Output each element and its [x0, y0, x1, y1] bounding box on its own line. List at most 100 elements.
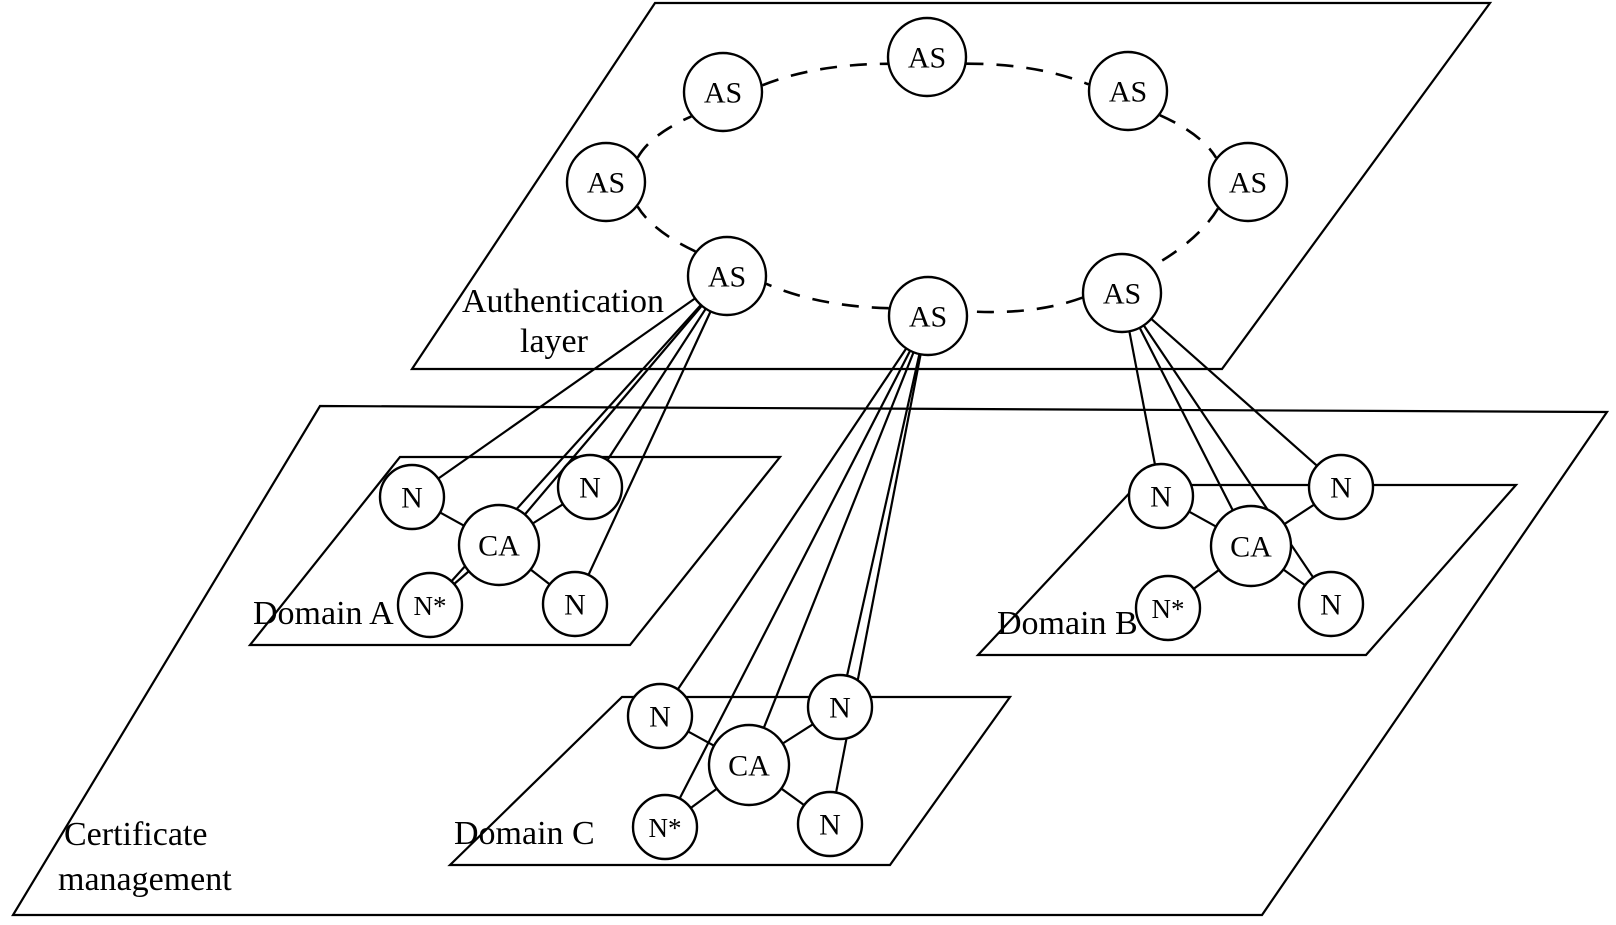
- domain-node-circle[interactable]: [1127, 462, 1195, 530]
- authentication-layer-label-line1: Authentication: [462, 283, 664, 320]
- certificate-management-label-line2: management: [58, 861, 232, 898]
- as-domain-link: [1128, 331, 1157, 465]
- authentication-layer-label-line2: layer: [520, 323, 589, 360]
- as-node-circle[interactable]: [682, 51, 764, 133]
- domain-intra-link: [1192, 569, 1220, 590]
- domain-node[interactable]: N: [806, 673, 874, 741]
- as-node-label: AS: [708, 261, 746, 294]
- domain-a-plane: [247, 455, 783, 647]
- domain-node[interactable]: N: [1127, 462, 1195, 530]
- domain-intra-links: [439, 503, 1315, 809]
- domain-node[interactable]: N: [1307, 453, 1375, 521]
- domain-node-label: N*: [1152, 594, 1185, 624]
- domain-node-label: N: [579, 472, 601, 505]
- as-node[interactable]: AS: [1081, 252, 1163, 334]
- as-domain-link: [1138, 327, 1234, 511]
- domain-intra-link: [782, 723, 814, 745]
- as-ring-link: [636, 205, 696, 253]
- domain-node-circle[interactable]: [556, 453, 624, 521]
- domain-node-label: CA: [478, 530, 520, 563]
- as-node-circle[interactable]: [686, 235, 768, 317]
- as-node[interactable]: AS: [887, 275, 969, 357]
- domain-intra-link: [1188, 510, 1217, 528]
- as-to-domain-links: [437, 297, 1318, 800]
- as-domain-link: [676, 347, 908, 691]
- as-node[interactable]: AS: [686, 235, 768, 317]
- domain-intra-link: [1283, 503, 1315, 525]
- domain-node-circle[interactable]: [1134, 574, 1202, 642]
- as-node[interactable]: AS: [886, 16, 968, 98]
- domain-node-label: N: [649, 701, 671, 734]
- certificate-management-label-line1: Certificate: [64, 816, 207, 853]
- as-ring-link: [636, 115, 692, 159]
- domain-node-circle[interactable]: [378, 463, 446, 531]
- domain-node[interactable]: CA: [1209, 504, 1293, 588]
- as-ring-link: [966, 62, 1090, 86]
- as-node[interactable]: AS: [565, 141, 647, 223]
- domain-node-circle[interactable]: [1209, 504, 1293, 588]
- as-node[interactable]: AS: [682, 51, 764, 133]
- domain-intra-link: [690, 787, 718, 809]
- domain-node-label: N: [401, 482, 423, 515]
- as-node-circle[interactable]: [887, 275, 969, 357]
- as-ring-link: [761, 62, 888, 87]
- domain-node-circle[interactable]: [707, 723, 791, 807]
- as-ring-link: [765, 282, 889, 310]
- domain-node[interactable]: N: [796, 790, 864, 858]
- domain-intra-link: [780, 787, 805, 807]
- domain-node[interactable]: N*: [396, 571, 464, 639]
- domain-intra-link: [532, 503, 564, 525]
- domain-intra-link: [687, 730, 715, 747]
- as-domain-link: [678, 350, 912, 800]
- as-ring-link: [1151, 207, 1220, 268]
- domain-node-circle[interactable]: [396, 571, 464, 639]
- as-node-label: AS: [587, 167, 625, 200]
- domain-node[interactable]: N: [541, 570, 609, 638]
- domain-node[interactable]: CA: [457, 503, 541, 587]
- domain-node-label: N: [1320, 589, 1342, 622]
- domain-node[interactable]: N: [1297, 570, 1365, 638]
- domain-node[interactable]: N*: [1134, 574, 1202, 642]
- domain-node[interactable]: N: [378, 463, 446, 531]
- as-domain-link: [762, 351, 915, 729]
- domain-c-label: Domain C: [454, 815, 595, 852]
- domain-node-label: CA: [728, 750, 770, 783]
- domain-node-circle[interactable]: [457, 503, 541, 587]
- domain-a-label: Domain A: [253, 595, 394, 632]
- as-node-label: AS: [1109, 76, 1147, 109]
- domain-node[interactable]: CA: [707, 723, 791, 807]
- as-node-circle[interactable]: [565, 141, 647, 223]
- authentication-layer-plane: [409, 1, 1493, 371]
- as-node-circle[interactable]: [1207, 141, 1289, 223]
- domain-node[interactable]: N: [626, 682, 694, 750]
- as-node-circle[interactable]: [886, 16, 968, 98]
- as-node-label: AS: [704, 77, 742, 110]
- domain-node-circle[interactable]: [1297, 570, 1365, 638]
- domain-intra-link: [439, 511, 465, 527]
- as-domain-link: [587, 310, 712, 576]
- as-node-label: AS: [909, 301, 947, 334]
- domain-node-circle[interactable]: [626, 682, 694, 750]
- as-node-circle[interactable]: [1081, 252, 1163, 334]
- domain-node-circle[interactable]: [1307, 453, 1375, 521]
- domain-node-circle[interactable]: [541, 570, 609, 638]
- domain-b-label: Domain B: [997, 605, 1138, 642]
- domain-node[interactable]: N: [556, 453, 624, 521]
- domain-node-label: N: [1150, 481, 1172, 514]
- as-ring-link: [967, 296, 1083, 314]
- as-node[interactable]: AS: [1207, 141, 1289, 223]
- domain-node-circle[interactable]: [631, 793, 699, 861]
- domain-node-circle[interactable]: [796, 790, 864, 858]
- domain-b-plane: [975, 483, 1519, 657]
- domain-node[interactable]: N*: [631, 793, 699, 861]
- domain-node-label: CA: [1230, 531, 1272, 564]
- as-domain-link: [524, 305, 703, 516]
- as-node-label: AS: [1229, 167, 1267, 200]
- as-node[interactable]: AS: [1087, 50, 1169, 132]
- domain-node-label: N*: [414, 591, 447, 621]
- as-node-label: AS: [908, 42, 946, 75]
- as-node-circle[interactable]: [1087, 50, 1169, 132]
- domain-node-circle[interactable]: [806, 673, 874, 741]
